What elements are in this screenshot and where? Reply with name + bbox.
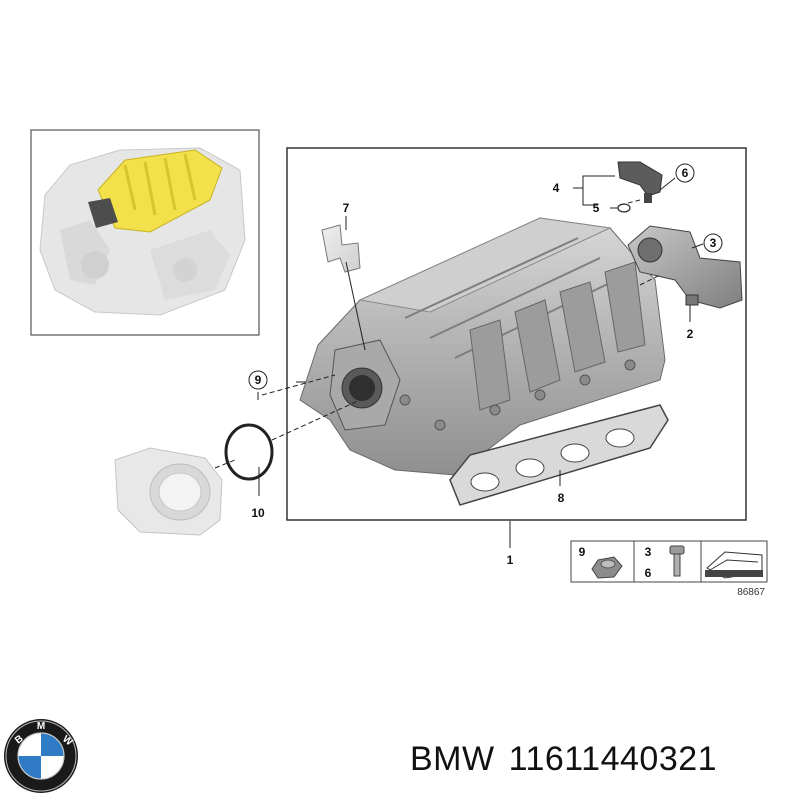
part-number: 11611440321	[508, 740, 718, 778]
intake-manifold-part	[299, 217, 666, 476]
callout-2: 2	[687, 327, 694, 341]
legend-item-3-label: 3	[645, 545, 652, 559]
svg-text:M: M	[37, 721, 45, 732]
callout-10-label: 10	[251, 506, 265, 520]
callout-9: 9	[248, 370, 268, 390]
legend-item-9-label: 9	[579, 545, 586, 559]
callout-4-label: 4	[553, 181, 560, 195]
callout-8: 8	[558, 491, 565, 505]
diagram-id: 86867	[737, 587, 765, 598]
manifold-gasket-part	[449, 404, 669, 506]
gasket-sheet-icon	[705, 551, 763, 579]
bracket-part	[321, 224, 361, 273]
bolt-icon	[669, 545, 685, 577]
highlighted-manifold-icon	[88, 149, 223, 233]
nut-icon	[591, 556, 623, 579]
callout-1-label: 1	[507, 553, 514, 567]
leader-lines	[257, 175, 704, 548]
hardware-legend: 9 3 6	[570, 540, 768, 583]
callout-2-label: 2	[687, 327, 694, 341]
callout-5: 5	[593, 201, 600, 215]
callout-8-label: 8	[558, 491, 565, 505]
callout-3: 3	[703, 233, 723, 253]
callout-5-label: 5	[593, 201, 600, 215]
throttle-flange	[329, 339, 401, 431]
engine-overview-inset	[30, 129, 260, 336]
callout-1: 1	[507, 553, 514, 567]
bmw-logo: B M W	[4, 719, 78, 793]
callout-9-label: 9	[255, 373, 262, 387]
callout-4: 4	[553, 181, 560, 195]
sensor-part	[617, 161, 663, 213]
o-ring-part	[224, 423, 274, 481]
main-diagram-frame	[286, 147, 747, 521]
dashed-assembly-lines	[214, 199, 661, 469]
brand-name: BMW	[410, 740, 495, 778]
valve-actuator-part	[627, 225, 743, 309]
callout-6-label: 6	[682, 166, 689, 180]
callout-7-label: 7	[343, 201, 350, 215]
callout-10: 10	[251, 506, 265, 520]
callout-3-label: 3	[710, 236, 717, 250]
callout-6: 6	[675, 163, 695, 183]
part-caption: BMW 11611440321	[410, 740, 731, 779]
callout-7: 7	[343, 201, 350, 215]
throttle-body-part	[114, 447, 223, 536]
legend-item-6-label: 6	[645, 566, 652, 580]
